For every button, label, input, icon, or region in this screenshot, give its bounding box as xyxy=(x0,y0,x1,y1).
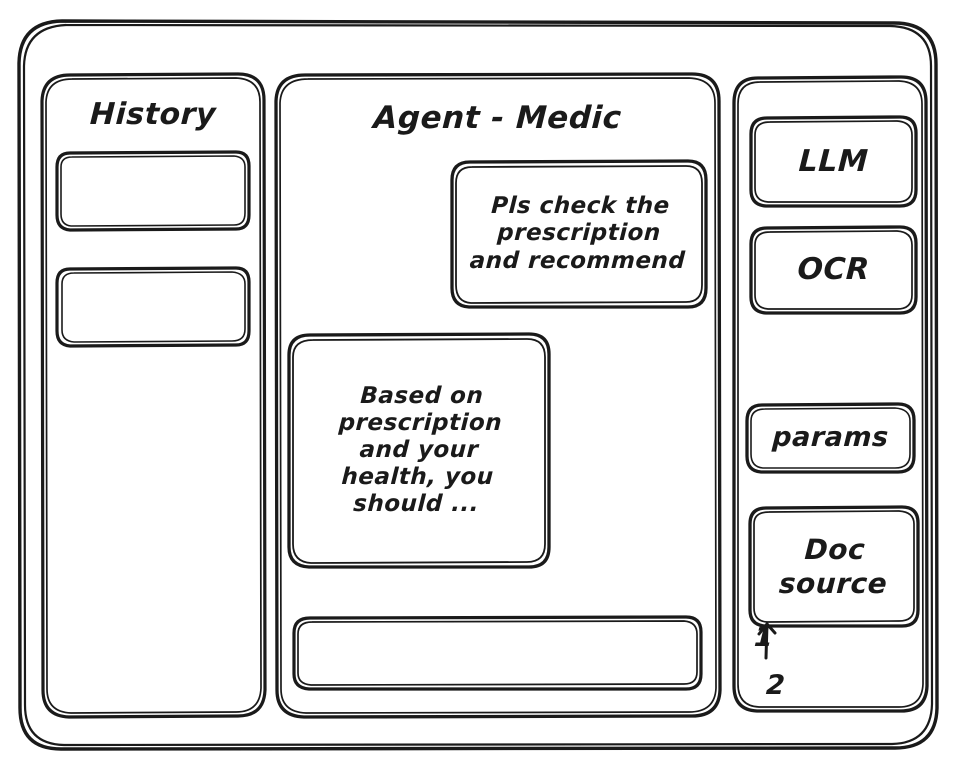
history-item[interactable] xyxy=(57,268,249,345)
history-panel-title: History xyxy=(89,97,217,133)
message-input[interactable] xyxy=(294,617,701,689)
tool-button-params-label: params xyxy=(771,422,890,454)
history-item[interactable] xyxy=(57,152,249,229)
doc-source-item-1[interactable]: 1 xyxy=(753,622,775,654)
agent-title: Agent - Medic xyxy=(372,99,623,136)
tool-button-ocr-label: OCR xyxy=(796,252,871,288)
doc-source-item-2[interactable]: 2 xyxy=(765,670,787,702)
assistant-message-text: Based on prescription and your health, y… xyxy=(338,382,503,518)
doc-source-label: Doc source xyxy=(778,533,889,600)
user-message-text: Pls check the prescription and recommend xyxy=(469,193,687,274)
tool-button-llm-label: LLM xyxy=(797,143,870,179)
